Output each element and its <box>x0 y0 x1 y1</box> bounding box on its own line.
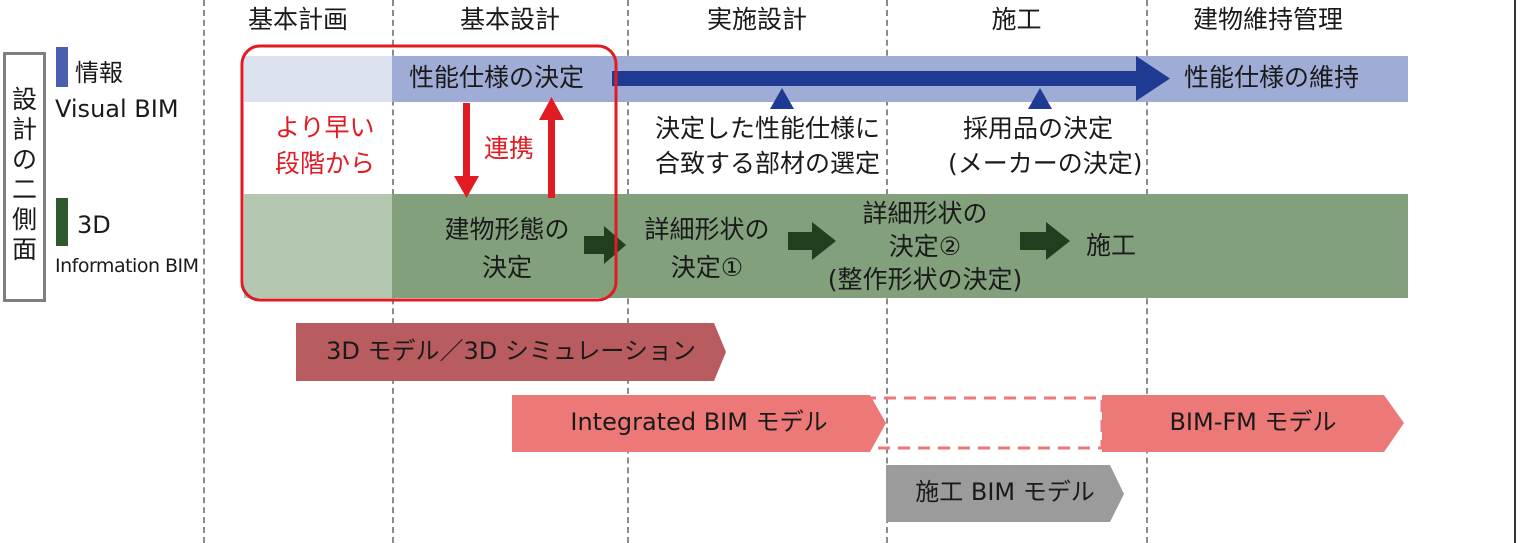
two-aspects-label-box: 設 計 の 二 側 面 <box>3 52 46 302</box>
construction-model-label: 施工 BIM モデル <box>915 478 1095 506</box>
step-arrow-head <box>1046 222 1070 260</box>
link-arrow-up-shaft <box>548 118 555 198</box>
early-text-1: より早い <box>275 113 375 142</box>
link-arrow-up-head <box>539 97 564 120</box>
step-detail1-1: 詳細形状の <box>644 215 770 244</box>
model-gap-dashed <box>862 396 1104 450</box>
phase-label-basic-design: 基本設計 <box>459 5 560 34</box>
step-detail2-3: (整作形状の決定) <box>827 265 1023 294</box>
info-band <box>392 194 1408 298</box>
right-border <box>1514 0 1516 543</box>
integrated-model-bar <box>512 395 886 452</box>
simulation-model-bar <box>296 323 726 381</box>
aspect-char: 側 <box>11 205 37 234</box>
phase-label-planning: 基本計画 <box>247 5 348 34</box>
phase-label-construction: 施工 <box>991 5 1042 34</box>
phase-divider <box>203 0 205 543</box>
fm-model-label: BIM-FM モデル <box>1169 408 1337 436</box>
step-arrow-head <box>812 222 836 260</box>
step-construction: 施工 <box>1086 231 1137 260</box>
step-arrow-shaft <box>788 232 812 250</box>
3d-legend-name: 3D <box>77 211 111 239</box>
step-detail1-2: 決定① <box>670 253 744 282</box>
visual-note-adopt-2: (メーカーの決定) <box>948 149 1143 178</box>
step-arrow-shaft <box>584 236 604 254</box>
step-detail2-2: 決定② <box>888 232 962 261</box>
visual-marker-up <box>770 88 794 109</box>
info-legend-subtitle: Visual BIM <box>55 95 179 123</box>
early-text-2: 段階から <box>275 149 376 178</box>
fm-model-bar <box>1102 395 1404 452</box>
info-legend-swatch <box>56 47 68 87</box>
step-detail2-1: 詳細形状の <box>862 199 988 228</box>
aspect-char: 面 <box>11 235 37 264</box>
aspect-char: の <box>11 145 37 174</box>
construction-model-bar <box>886 465 1124 522</box>
step-arrow-shaft <box>1020 232 1046 250</box>
visual-note-select-1: 決定した性能仕様に <box>655 114 881 143</box>
phase-label-detailed-design: 実施設計 <box>706 5 807 34</box>
integrated-model-label: Integrated BIM モデル <box>570 408 828 436</box>
visual-decide-text: 性能仕様の決定 <box>409 63 585 92</box>
visual-band-early <box>244 56 392 102</box>
phase-label-maintenance: 建物維持管理 <box>1192 5 1343 34</box>
visual-marker-up <box>1028 88 1052 109</box>
aspect-char: 設 <box>11 85 37 114</box>
visual-arrow-head <box>1136 56 1170 101</box>
link-arrow-down-shaft <box>463 103 470 178</box>
visual-note-adopt-1: 採用品の決定 <box>963 114 1114 143</box>
link-arrow-down-head <box>454 176 479 198</box>
visual-arrow-shaft <box>612 71 1144 86</box>
info-band-early <box>244 194 392 298</box>
early-stage-frame <box>240 44 618 302</box>
info-legend-name: 情報 <box>75 59 123 87</box>
simulation-model-label: 3D モデル／3D シミュレーション <box>326 337 696 365</box>
3d-legend-subtitle: Information BIM <box>55 255 199 277</box>
link-label: 連携 <box>484 134 535 163</box>
visual-maintain-text: 性能仕様の維持 <box>1184 63 1360 92</box>
visual-note-select-2: 合致する部材の選定 <box>655 149 881 178</box>
aspect-char: 計 <box>11 115 37 144</box>
step-form-2: 決定 <box>481 253 532 282</box>
aspect-char: 二 <box>11 175 37 204</box>
step-form-1: 建物形態の <box>444 215 570 244</box>
3d-legend-swatch <box>56 198 68 246</box>
